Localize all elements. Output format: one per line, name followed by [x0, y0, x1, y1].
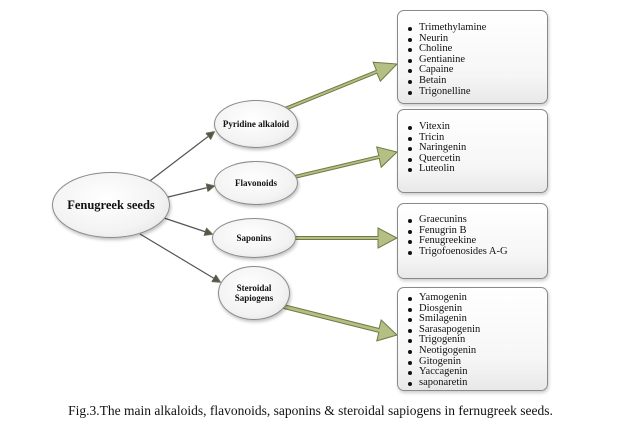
list-item: Yaccagenin	[408, 367, 541, 378]
list-item: Fenugrin B	[408, 225, 541, 237]
list-item: Tricin	[408, 132, 541, 144]
list-item: Yamogenin	[408, 292, 541, 304]
list-item: Graecunins	[408, 214, 541, 226]
list-box-flavonoids: Vitexin Tricin Naringenin Quercetin Lute…	[397, 109, 548, 193]
category-node-steroidal-sapiogens: Steroidal Sapiogens	[218, 266, 290, 320]
compound-list: Vitexin Tricin Naringenin Quercetin Lute…	[408, 121, 541, 175]
list-item: Luteolin	[408, 164, 541, 175]
category-node-saponins: Saponins	[212, 218, 296, 258]
arrow-to-pyridine-list	[275, 61, 399, 115]
figure-caption: Fig.3.The main alkaloids, flavonoids, sa…	[68, 403, 553, 418]
arrow-to-flavonoids-list	[285, 146, 398, 182]
list-item: Naringenin	[408, 143, 541, 154]
list-item: Sarasapogenin	[408, 324, 541, 336]
arrow-to-saponins-list	[285, 227, 399, 249]
list-item: Trigogenin	[408, 335, 541, 346]
connector-flavonoids	[163, 186, 214, 199]
arrow-to-steroidal-list	[273, 301, 398, 342]
category-label: Flavonoids	[234, 177, 277, 188]
list-item: Neotigogenin	[408, 345, 541, 357]
list-item: Gitogenin	[408, 356, 541, 368]
list-item: Betain	[408, 75, 541, 87]
category-label: Steroidal Sapiogens	[234, 282, 274, 303]
list-box-saponins: Graecunins Fenugrin B Fenugreekine Trigo…	[397, 203, 548, 279]
compound-list: Trimethylamine Neurin Choline Gentianine…	[408, 22, 541, 98]
list-item: saponaretin	[408, 377, 541, 389]
list-item: Trimethylamine	[408, 22, 541, 34]
category-node-pyridine-alkaloid: Pyridine alkaloid	[214, 100, 298, 148]
compound-list: Yamogenin Diosgenin Smilagenin Sarasapog…	[408, 292, 541, 389]
category-node-flavonoids: Flavonoids	[214, 161, 298, 205]
list-item: Quercetin	[408, 153, 541, 165]
root-node-fenugreek-seeds: Fenugreek seeds	[52, 172, 170, 238]
list-item: Choline	[408, 44, 541, 55]
connector-steroidal-sapiogens	[139, 233, 220, 282]
connector-saponins	[163, 217, 212, 234]
list-item: Trigofoenosides A-G	[408, 246, 541, 258]
list-item: Diosgenin	[408, 303, 541, 315]
compound-list: Graecunins Fenugrin B Fenugreekine Trigo…	[408, 214, 541, 258]
list-item: Gentianine	[408, 54, 541, 66]
list-box-steroidal-sapiogens: Yamogenin Diosgenin Smilagenin Sarasapog…	[397, 287, 548, 391]
list-item: Neurin	[408, 33, 541, 45]
list-box-pyridine-alkaloid: Trimethylamine Neurin Choline Gentianine…	[397, 10, 548, 104]
root-node-label: Fenugreek seeds	[67, 197, 155, 212]
list-item: Trigonelline	[408, 86, 541, 98]
list-item: Smilagenin	[408, 314, 541, 325]
list-item: Fenugreekine	[408, 236, 541, 247]
list-item: Capaine	[408, 65, 541, 76]
category-label: Pyridine alkaloid	[222, 118, 290, 129]
category-label: Saponins	[236, 232, 272, 243]
list-item: Vitexin	[408, 121, 541, 133]
